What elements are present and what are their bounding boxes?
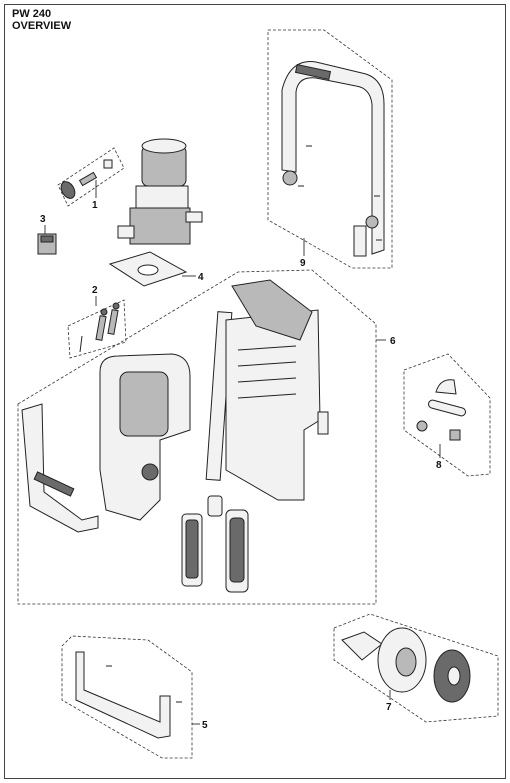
callout-9[interactable]: 9 [300,258,306,269]
top-cover [231,279,313,341]
part-group-6-housing[interactable]: 6 [17,269,396,605]
handle-right-leg [353,225,367,257]
part-group-9-handle[interactable]: 9 [267,29,393,269]
pump-body [129,207,191,245]
pump-inlet [117,225,135,239]
switch-rocker [40,235,54,243]
callout-2[interactable]: 2 [92,285,98,296]
group-8-boundary [403,353,491,477]
brush-holder [95,315,107,341]
hook-clip [317,411,329,435]
base-frame [75,651,171,739]
connector-nipple [78,171,98,187]
callout-3[interactable]: 3 [40,214,46,225]
callout-1[interactable]: 1 [92,200,98,211]
pump-head [135,185,189,209]
front-cover-recess [119,371,169,437]
part-group-8-hooks[interactable]: 8 [403,353,491,477]
left-panel [21,403,99,533]
nut [416,420,428,432]
handle-bar [281,61,385,255]
handle-knob-right [365,215,379,229]
wheel-cap-centre [447,666,461,686]
callout-6[interactable]: 6 [390,336,396,347]
group-9-boundary [267,29,393,269]
frame-ribs [237,345,297,399]
front-cover-dial [141,463,159,481]
section-title: OVERVIEW [12,20,72,32]
axle-bracket [341,631,383,661]
page-frame [4,4,506,779]
hook-top [435,379,457,395]
brush-holder [107,309,119,335]
part-group-4-pad[interactable]: 4 [108,251,204,287]
hose-clip [207,495,223,517]
part-group-5-base[interactable]: 5 [61,635,208,759]
callout-4[interactable]: 4 [198,272,204,283]
group-6-boundary [17,269,377,605]
handle-grip [294,63,332,81]
hose-holder-left-ribs [185,519,199,579]
brush-contact [112,302,120,310]
wheel-hub [395,647,417,677]
group-5-boundary [61,635,193,759]
connector-seal [103,159,113,169]
part-group-2-brushes[interactable]: 2 [67,285,127,359]
hose-holder-right-ribs [229,517,245,583]
clip [449,429,461,441]
callout-7[interactable]: 7 [386,702,392,713]
connector-nut [60,181,76,199]
callout-5[interactable]: 5 [202,720,208,731]
brush-wire [79,335,83,353]
group-2-boundary [67,299,127,359]
part-group-3-switch[interactable]: 3 [37,214,57,255]
handle-knob-left [282,170,298,186]
model-title: PW 240 [12,8,52,20]
rear-frame [225,309,321,501]
pump-assembly [117,138,203,245]
part-group-7-wheels[interactable]: 7 [333,613,499,723]
group-7-boundary [333,613,499,723]
pad-opening [137,264,159,276]
pump-outlet [185,211,203,223]
part-group-1-connectors[interactable]: 1 [57,147,125,211]
hose-strap [428,399,466,417]
motor-cap [141,138,187,154]
brush-contact [100,308,108,316]
brand-strip [33,471,75,497]
callout-8[interactable]: 8 [436,460,442,471]
